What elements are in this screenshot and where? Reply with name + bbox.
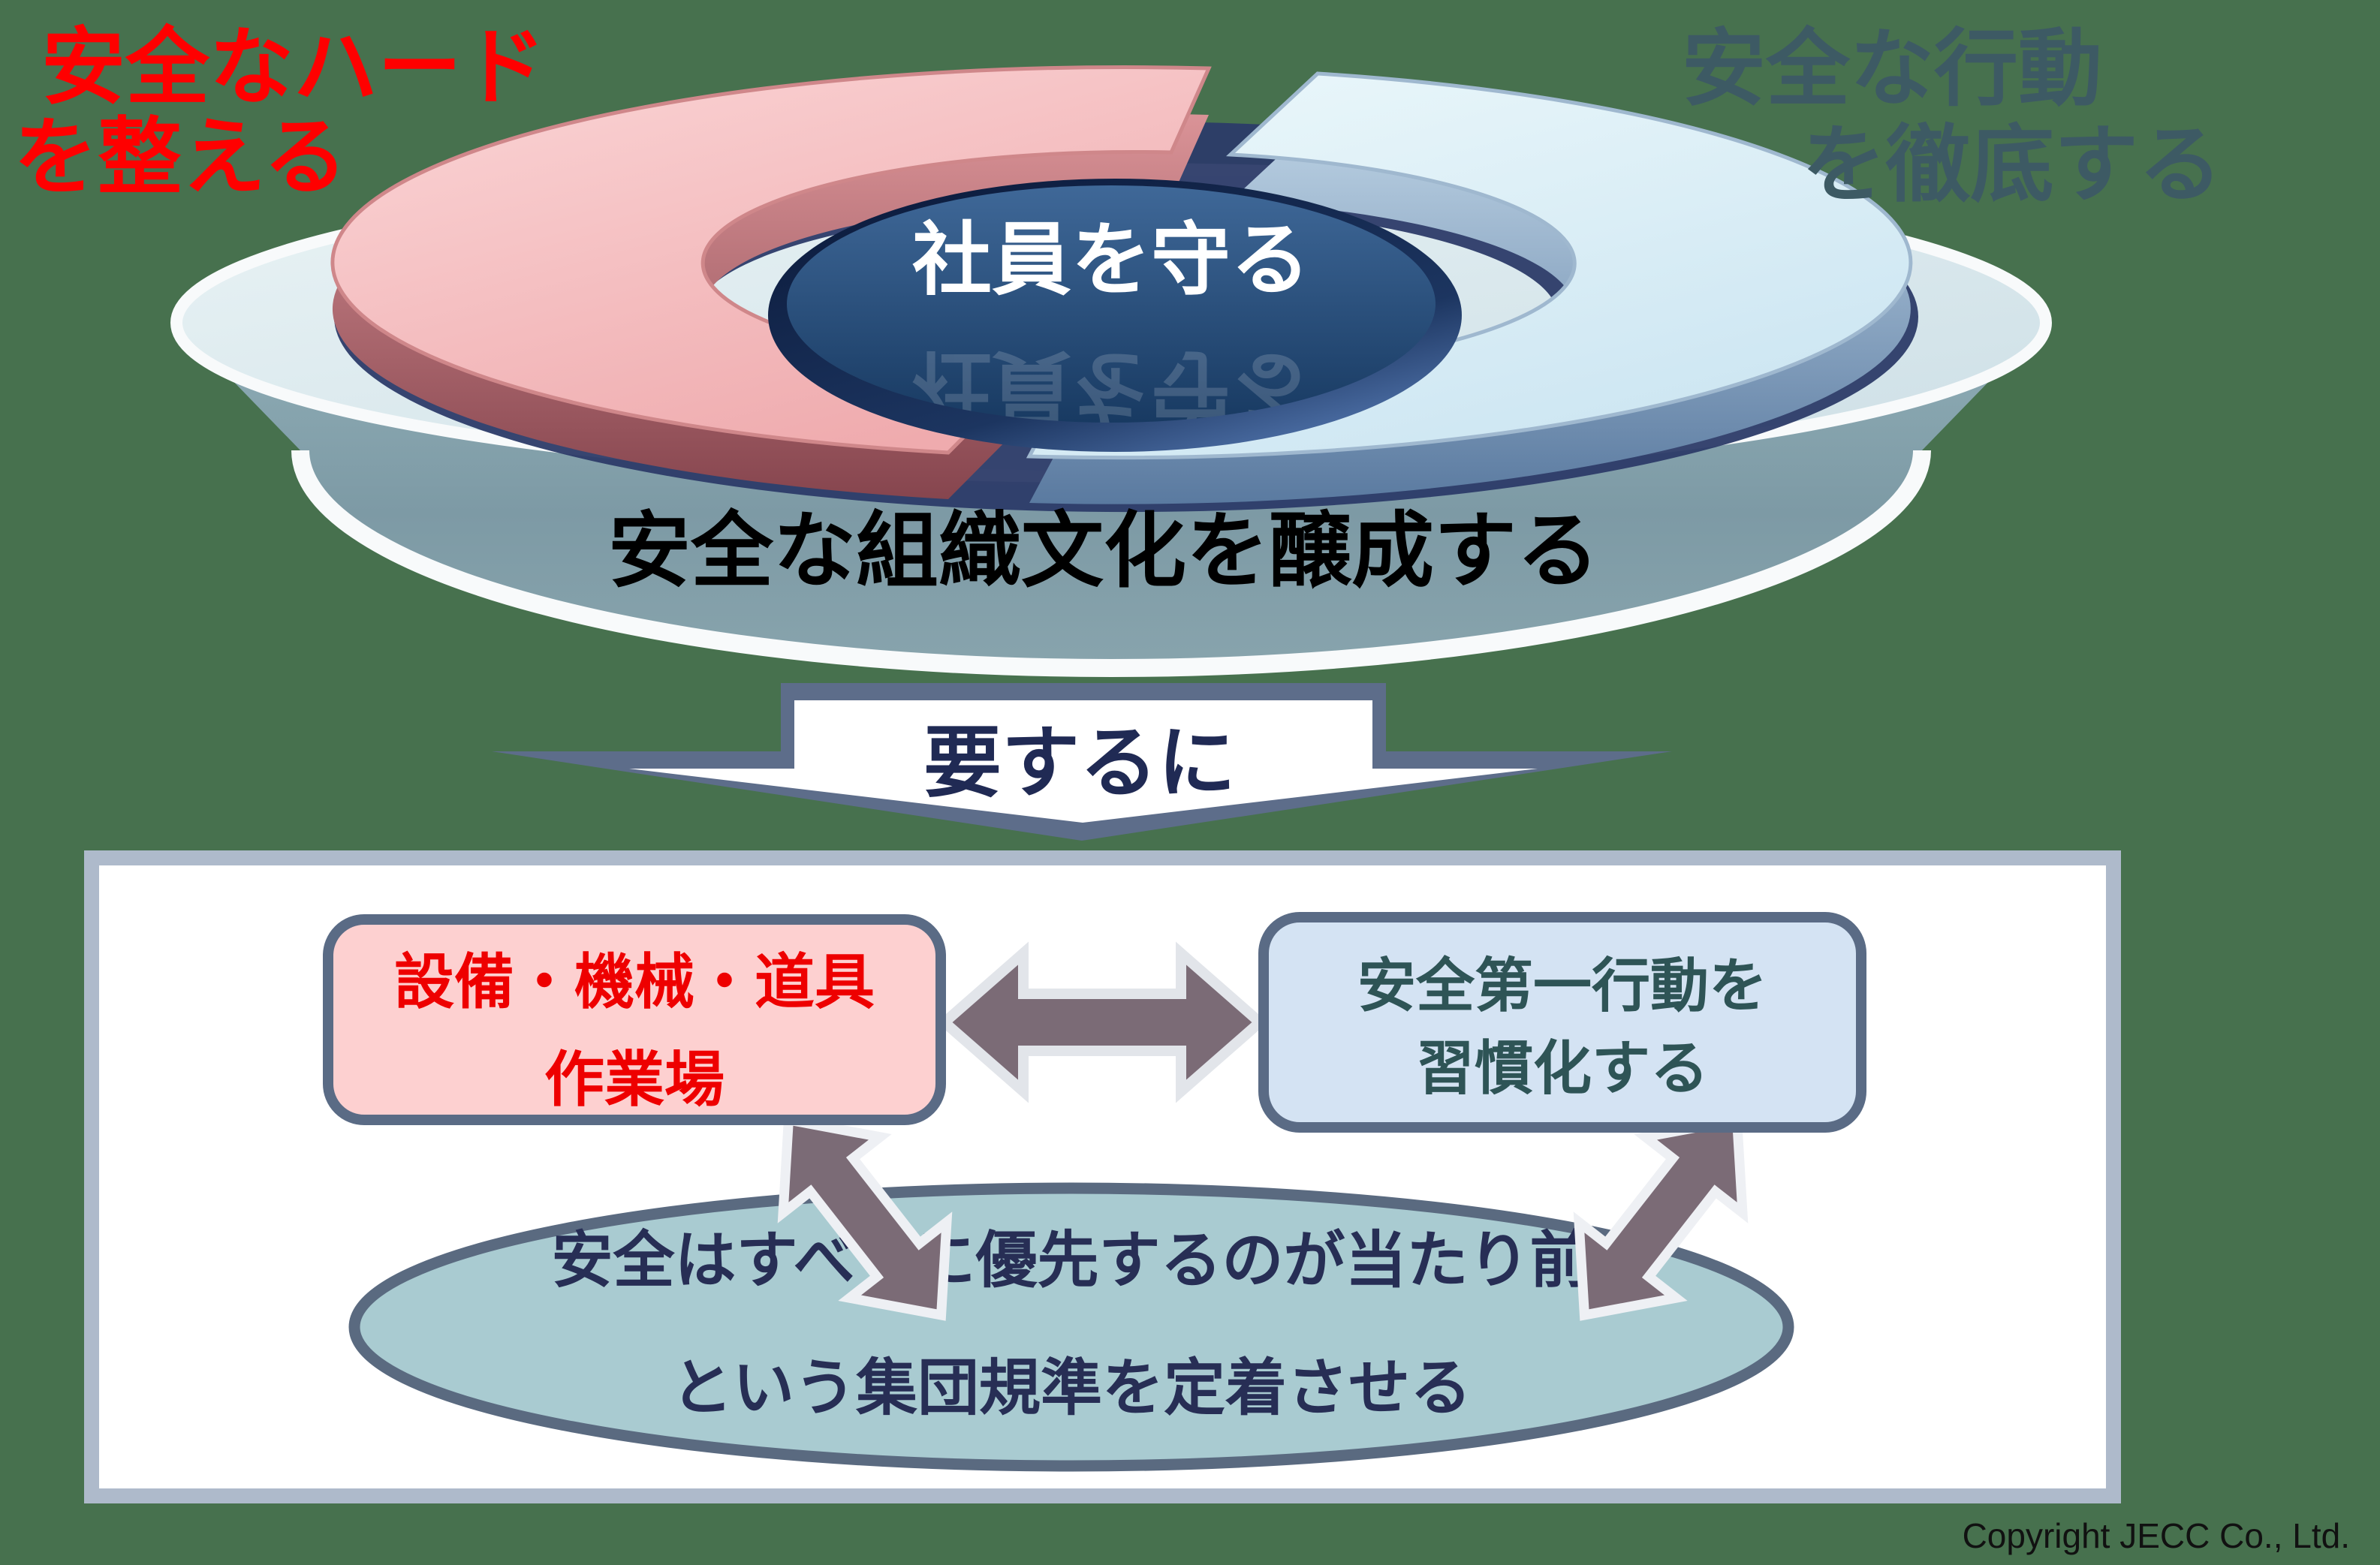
svg-text:社員を守る: 社員を守る — [912, 342, 1310, 430]
group-hard-box: 設備・機械・道具 作業場 — [323, 914, 946, 1125]
behavior-heading-line2: を徹底する — [1802, 118, 2222, 212]
hard-arc-top — [330, 65, 1212, 455]
group-norm-ellipse: 安全はすべてに優先するのが当たり前 という集団規準を定着させる — [348, 1182, 1794, 1472]
norm-line1: 安全はすべてに優先するのが当たり前 — [552, 1226, 1592, 1295]
behavior-box — [1258, 912, 1866, 1133]
transition-label: 要するに — [923, 720, 1236, 807]
safe-behavior-heading: 安全な行動 を徹底する — [1682, 22, 2222, 212]
norm-line2: という集団規準を定着させる — [671, 1354, 1472, 1422]
behavior-arc-top — [1026, 71, 1913, 460]
hub-label: 社員を守る — [912, 216, 1310, 305]
hard-box-line1: 設備・機械・道具 — [394, 949, 875, 1016]
hard-heading-line1: 安全なハード — [41, 20, 546, 114]
hub-label-reflection: 社員を守る — [912, 342, 1310, 430]
copyright-text: Copyright JECC Co., Ltd. — [1963, 1516, 2350, 1555]
norm-ellipse — [348, 1182, 1794, 1472]
safe-hardware-arc — [330, 65, 1212, 499]
safe-behavior-arc — [1026, 71, 1913, 504]
hard-box — [323, 914, 946, 1125]
disc-label: 安全な組織文化を醸成する — [608, 505, 1599, 597]
transition-arrow: 要するに — [492, 683, 1672, 841]
protect-employees-hub: 社員を守る 社員を守る — [768, 179, 1462, 452]
hard-to-norm-arrow — [777, 1114, 953, 1321]
group-behavior-box: 安全第一行動を 習慣化する — [1258, 912, 1866, 1133]
summary-panel: 安全はすべてに優先するのが当たり前 という集団規準を定着させる 設備・機械・道具… — [84, 850, 2121, 1503]
transition-arrow-body — [629, 700, 1538, 823]
behavior-heading-line1: 安全な行動 — [1682, 22, 2102, 116]
safe-hardware-heading: 安全なハード を整える — [14, 20, 546, 204]
behavior-box-line2: 習慣化する — [1416, 1035, 1709, 1101]
disc-bottom-rim — [291, 450, 1931, 677]
hard-heading-line2: を整える — [14, 110, 348, 204]
hard-box-line2: 作業場 — [544, 1046, 725, 1113]
behavior-box-line1: 安全第一行動を — [1357, 953, 1767, 1019]
hub-face — [787, 185, 1436, 423]
